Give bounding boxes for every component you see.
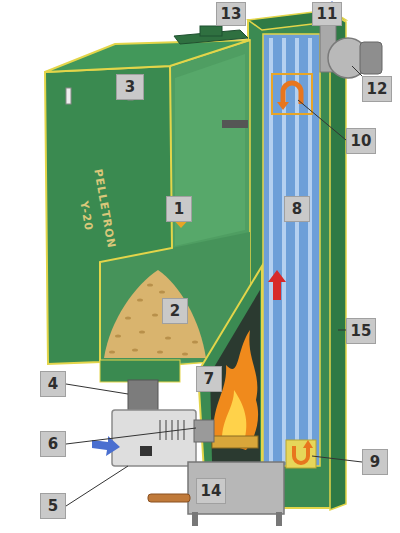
water-pipe	[148, 494, 190, 502]
burner-housing	[112, 410, 196, 466]
callout-number: 3	[116, 74, 144, 100]
burner-switch	[140, 446, 152, 456]
exchanger-tubes	[271, 38, 310, 462]
level-sensor	[222, 120, 248, 128]
pellet-texture	[109, 283, 198, 355]
hopper-front	[45, 66, 172, 364]
hopper-base	[100, 360, 180, 382]
callout-number: 8	[284, 196, 310, 222]
controller-panel	[200, 26, 222, 36]
callout-number: 10	[346, 128, 376, 154]
callout-number: 12	[362, 76, 392, 102]
leg	[276, 512, 282, 526]
flow-arrowhead	[277, 102, 289, 110]
callout-number: 13	[216, 2, 246, 26]
callout-number: 6	[40, 431, 66, 457]
latch	[66, 88, 71, 104]
feeder	[128, 380, 158, 412]
callout-number: 9	[362, 449, 388, 475]
callout-number: 7	[196, 366, 222, 392]
flame-core	[222, 390, 246, 442]
flow-arrow	[294, 446, 308, 463]
callout-number: 2	[162, 298, 188, 324]
hopper-lid	[45, 40, 250, 72]
callout-number: 15	[346, 318, 376, 344]
callout-number: 14	[196, 478, 226, 504]
side-panel	[330, 12, 346, 510]
leader-lines	[66, 66, 362, 506]
callout-number: 11	[312, 2, 342, 26]
heat-arrow	[268, 270, 286, 300]
burner-grate	[212, 436, 258, 448]
callout-number: 5	[40, 493, 66, 519]
turn-chamber	[272, 74, 312, 114]
fan-motor	[360, 42, 382, 74]
callout-number: 1	[166, 196, 192, 222]
callout-number: 4	[40, 371, 66, 397]
leg	[192, 512, 198, 526]
heat-exchanger	[263, 34, 320, 466]
lower-chamber	[286, 440, 316, 468]
ash-pan	[188, 462, 284, 514]
burner-tube	[194, 420, 214, 442]
flow-arrowhead	[303, 440, 313, 448]
pellets	[104, 270, 206, 358]
